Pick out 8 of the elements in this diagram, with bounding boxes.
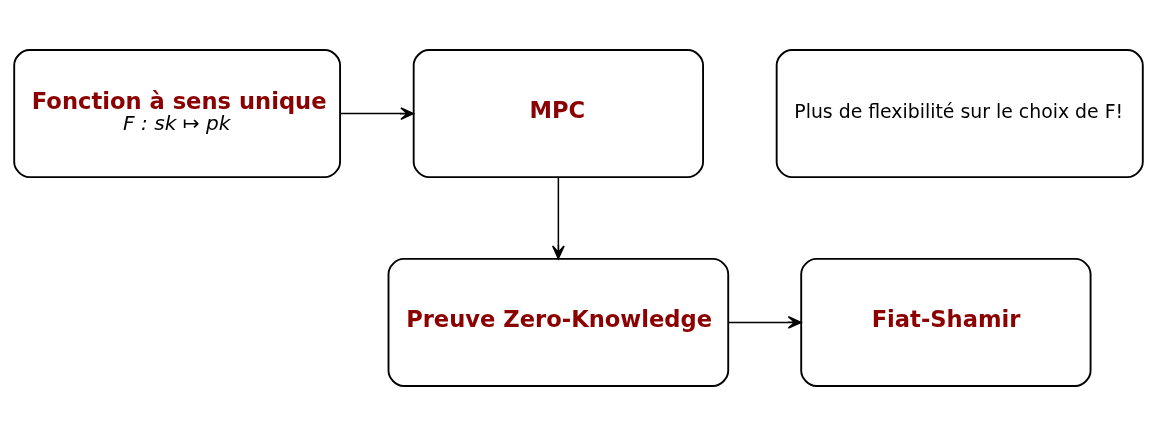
node-box: Fonction à sens unique F : sk ↦ pk — [13, 48, 341, 178]
node-box: Fiat-Shamir — [800, 257, 1092, 387]
arrow — [727, 315, 802, 329]
node-box: Preuve Zero-Knowledge — [387, 257, 730, 387]
node-box: Plus de flexibilité sur le choix de F! — [775, 48, 1144, 178]
arrow — [339, 106, 415, 120]
node-box: MPC — [412, 48, 704, 178]
arrow — [551, 176, 565, 259]
